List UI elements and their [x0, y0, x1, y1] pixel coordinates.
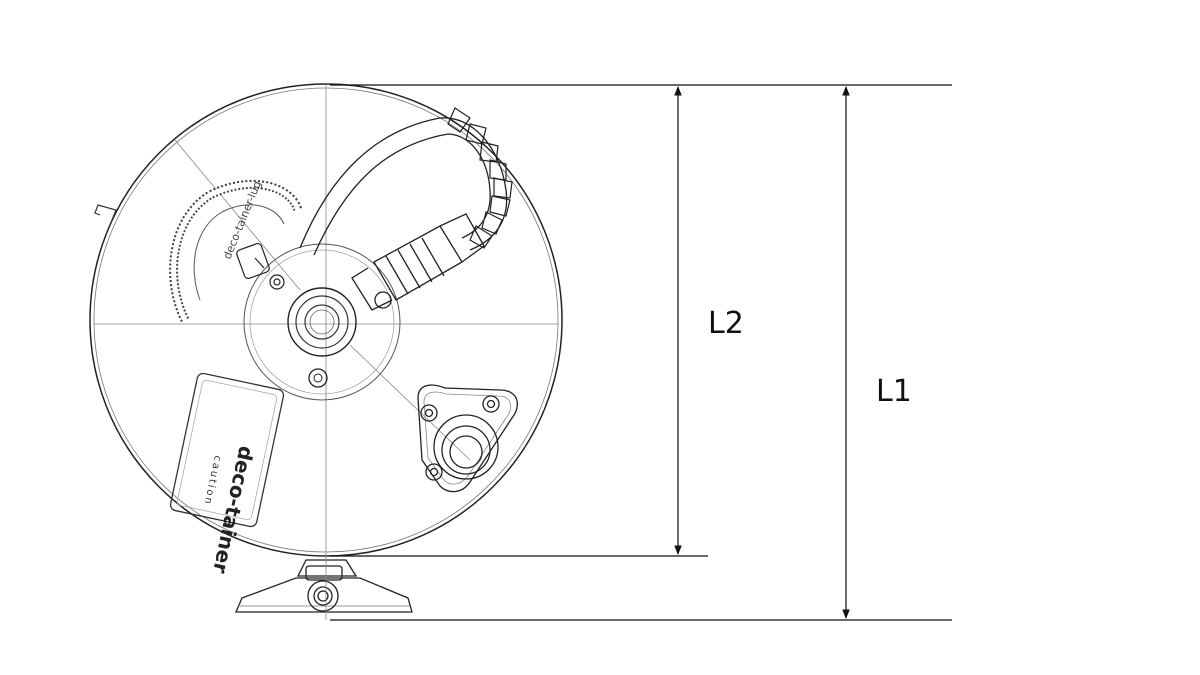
- coiled-hose: deco-tainer-lug: [169, 179, 303, 323]
- reel-drum: [89, 83, 563, 557]
- dimension-lines: [330, 84, 952, 621]
- spring-guard: [447, 107, 513, 249]
- base-stand: [235, 556, 413, 620]
- caution-text: caution: [201, 454, 222, 506]
- outlet-hose: [299, 117, 508, 311]
- dimension-label-l1: L1: [876, 374, 912, 409]
- caution-label: caution deco-tainer: [169, 372, 285, 576]
- wall-fitting: [417, 384, 518, 493]
- dimension-label-l2: L2: [708, 306, 744, 341]
- hose-clamp: [236, 242, 285, 290]
